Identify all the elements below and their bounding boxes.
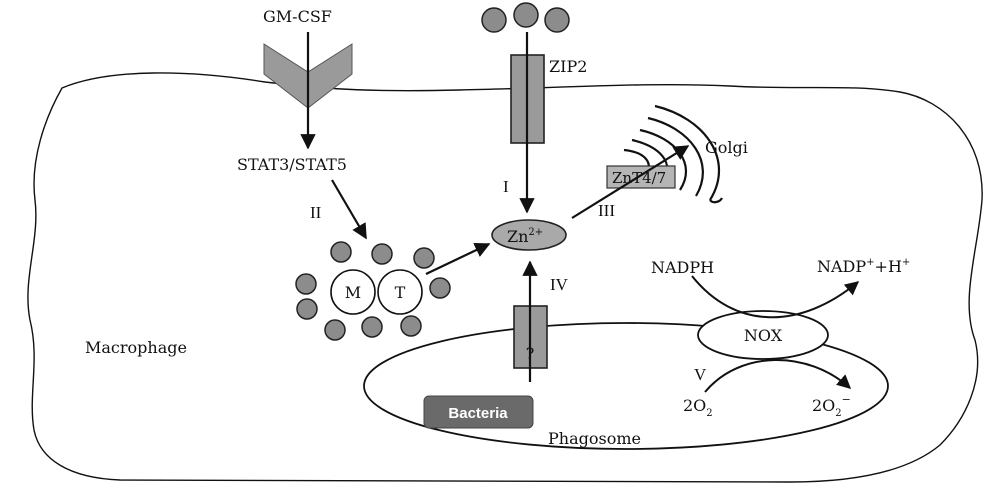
label-nadp-sup2: + — [902, 257, 910, 268]
label-zn-main: Zn — [507, 227, 528, 246]
label-nadp-sup1: + — [866, 257, 874, 268]
label-o2-left: 2O2 — [683, 396, 713, 419]
label-mt-m: M — [345, 283, 361, 302]
superoxide-arrow — [704, 359, 852, 393]
label-nadp-main: NADP — [817, 257, 866, 276]
label-o2-left-main: 2O — [683, 396, 706, 415]
step-label-3: III — [598, 201, 615, 220]
zinc-ion — [544, 7, 570, 33]
label-question: ? — [526, 344, 535, 363]
label-o2-right-sup: − — [842, 393, 851, 406]
zn-pool — [491, 219, 567, 251]
label-o2-right-main: 2O — [812, 396, 835, 415]
metallothionein-zinc-cluster — [295, 241, 451, 341]
mt-to-zn-arrow — [425, 243, 491, 275]
label-o2-right: 2O2− — [812, 393, 851, 419]
step-label-2: II — [310, 203, 322, 222]
metallothionein-t — [377, 269, 423, 315]
zinc-ion — [295, 273, 317, 295]
golgi-export-arrow — [571, 145, 690, 219]
macrophage-membrane — [27, 72, 983, 483]
label-zn-charge: 2+ — [528, 227, 543, 238]
step-label-4: IV — [550, 275, 569, 294]
phagosome-membrane — [363, 322, 889, 450]
label-o2-right-sub: 2 — [835, 408, 841, 419]
zinc-ion — [481, 7, 507, 33]
step-label-1: I — [503, 177, 509, 196]
znt-transporter — [606, 165, 676, 189]
zinc-ion — [324, 319, 346, 341]
zinc-ion — [429, 277, 451, 299]
label-bacteria: Bacteria — [448, 405, 508, 422]
label-macrophage: Macrophage — [85, 338, 187, 357]
zinc-ion — [371, 243, 393, 265]
zinc-ion — [296, 298, 318, 320]
label-gmcsf: GM-CSF — [263, 7, 332, 26]
step-label-5: V — [694, 365, 707, 384]
zinc-ion — [400, 315, 422, 337]
zinc-ion — [413, 247, 435, 269]
label-nadp-mid: +H — [875, 257, 902, 276]
label-stat: STAT3/STAT5 — [237, 155, 347, 174]
stat-to-mt-arrow — [331, 179, 367, 240]
zinc-ion — [513, 2, 539, 28]
label-nadp: NADP++H+ — [817, 257, 910, 276]
label-zip2: ZIP2 — [549, 57, 587, 76]
label-o2-left-sub: 2 — [706, 408, 712, 419]
nox-enzyme — [697, 310, 829, 360]
zinc-ion — [361, 316, 383, 338]
label-mt-t: T — [395, 283, 406, 302]
label-nox: NOX — [744, 326, 783, 345]
bacteria — [423, 395, 534, 429]
label-zn: Zn2+ — [507, 227, 543, 246]
label-znt: ZnT4/7 — [612, 169, 666, 187]
metallothionein-m — [330, 269, 376, 315]
nadph-oxidation-arrow — [691, 275, 860, 319]
label-phagosome: Phagosome — [548, 429, 641, 448]
label-nadph: NADPH — [651, 258, 714, 277]
zinc-ion — [330, 241, 352, 263]
label-golgi: Golgi — [705, 138, 748, 157]
